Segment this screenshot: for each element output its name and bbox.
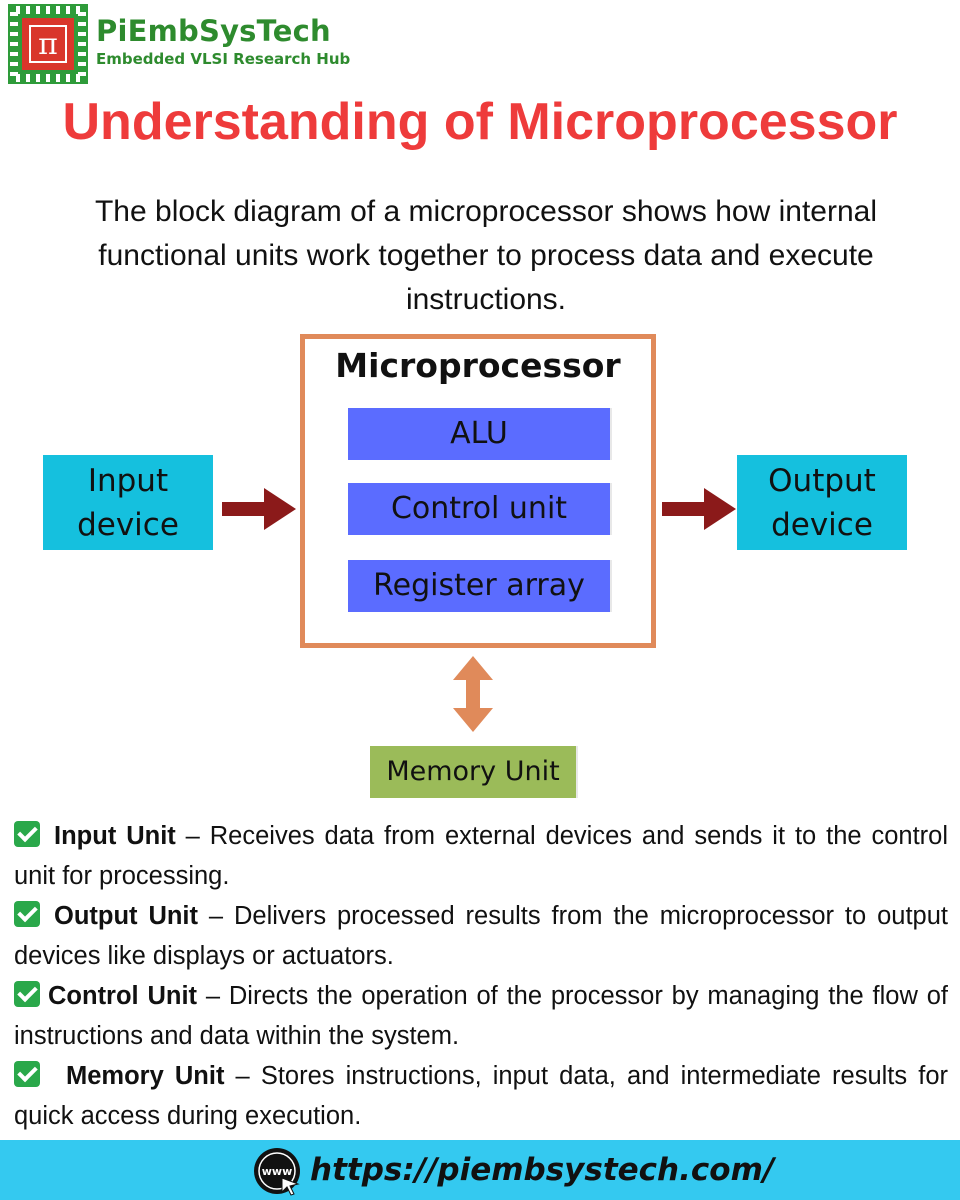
- memory-bidirectional-arrow: [453, 656, 493, 732]
- input-device-line-1: Input: [87, 462, 169, 499]
- bullet-input-unit: Input Unit – Receives data from external…: [14, 816, 948, 896]
- register-array-block: Register array: [348, 560, 612, 612]
- bullet-output-unit: Output Unit – Delivers processed results…: [14, 896, 948, 976]
- globe-www-icon: www: [254, 1148, 300, 1196]
- check-icon: [14, 981, 40, 1007]
- alu-block: ALU: [348, 408, 612, 460]
- output-device-block: Output device: [737, 455, 907, 550]
- bullet-term: Input Unit: [54, 822, 176, 850]
- logo-pi-glyph: π: [38, 27, 58, 62]
- bullet-memory-unit: Memory Unit – Stores instructions, input…: [14, 1056, 948, 1136]
- brand-name: PiEmbSysTech: [96, 14, 331, 48]
- intro-text: The block diagram of a microprocessor sh…: [94, 195, 877, 316]
- microprocessor-frame: [300, 334, 656, 648]
- check-icon: [14, 1061, 40, 1087]
- page-title: Understanding of Microprocessor: [62, 93, 898, 151]
- check-icon: [14, 901, 40, 927]
- bullet-term: Output Unit: [54, 902, 199, 930]
- bullet-term: Memory Unit: [66, 1062, 225, 1090]
- microprocessor-label: Microprocessor: [335, 346, 621, 385]
- footer-bar: [0, 1140, 960, 1200]
- bullet-text: – Delivers processed results from the mi…: [14, 902, 948, 970]
- output-device-line-2: device: [771, 506, 873, 543]
- brand-tagline: Embedded VLSI Research Hub: [96, 50, 351, 68]
- bullet-control-unit: Control Unit – Directs the operation of …: [14, 976, 948, 1056]
- bullet-term: Control Unit: [48, 982, 198, 1010]
- brand-logo: π: [8, 4, 88, 84]
- bullet-text: – Receives data from external devices an…: [14, 822, 948, 890]
- control-unit-block: Control unit: [348, 483, 612, 535]
- input-device-line-2: device: [77, 506, 179, 543]
- www-icon-label: www: [262, 1165, 293, 1178]
- input-device-block: Input device: [43, 455, 213, 550]
- bullet-text: – Directs the operation of the processor…: [14, 982, 948, 1050]
- website-link[interactable]: https://piembsystech.com/: [310, 1152, 775, 1188]
- memory-unit-block: Memory Unit: [370, 746, 578, 798]
- bullet-text: – Stores instructions, input data, and i…: [14, 1062, 948, 1130]
- input-arrow: [222, 488, 296, 530]
- check-icon: [14, 821, 40, 847]
- output-arrow: [662, 488, 736, 530]
- output-device-line-1: Output: [768, 462, 876, 499]
